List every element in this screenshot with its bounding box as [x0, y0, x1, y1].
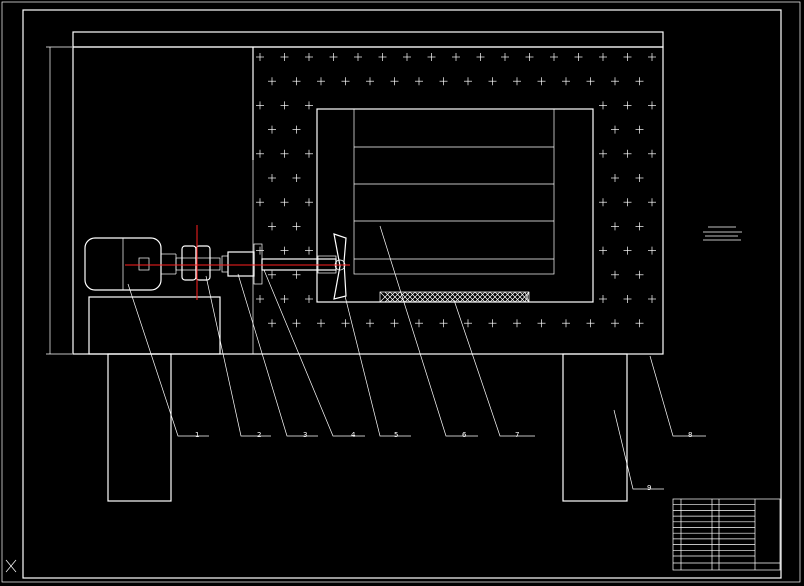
right-leg: [562, 353, 628, 502]
callout-6: 6: [462, 431, 467, 439]
drying-chamber: [316, 108, 594, 303]
callout-9: 9: [647, 484, 651, 492]
left-leg: [107, 353, 172, 502]
bearing-housing: [221, 243, 263, 285]
callout-7: 7: [515, 431, 519, 439]
insulation-layer: [256, 53, 656, 328]
motor: [84, 237, 177, 291]
callout-8: 8: [688, 431, 692, 439]
callout-2: 2: [257, 431, 261, 439]
heating-element-hatch: [379, 291, 530, 303]
leader-lines: [127, 225, 706, 490]
material-rack: [353, 108, 555, 275]
inner-frame: [22, 9, 782, 579]
technical-notes: [703, 226, 742, 241]
title-block: [672, 498, 781, 571]
callout-5: 5: [394, 431, 398, 439]
callout-3: 3: [303, 431, 307, 439]
coupling: [175, 245, 221, 281]
housing: [72, 46, 664, 355]
ucs-icon: [5, 559, 17, 573]
motor-base: [88, 296, 221, 355]
callout-1: 1: [195, 431, 199, 439]
top-cover: [72, 31, 664, 48]
callout-4: 4: [351, 431, 356, 439]
